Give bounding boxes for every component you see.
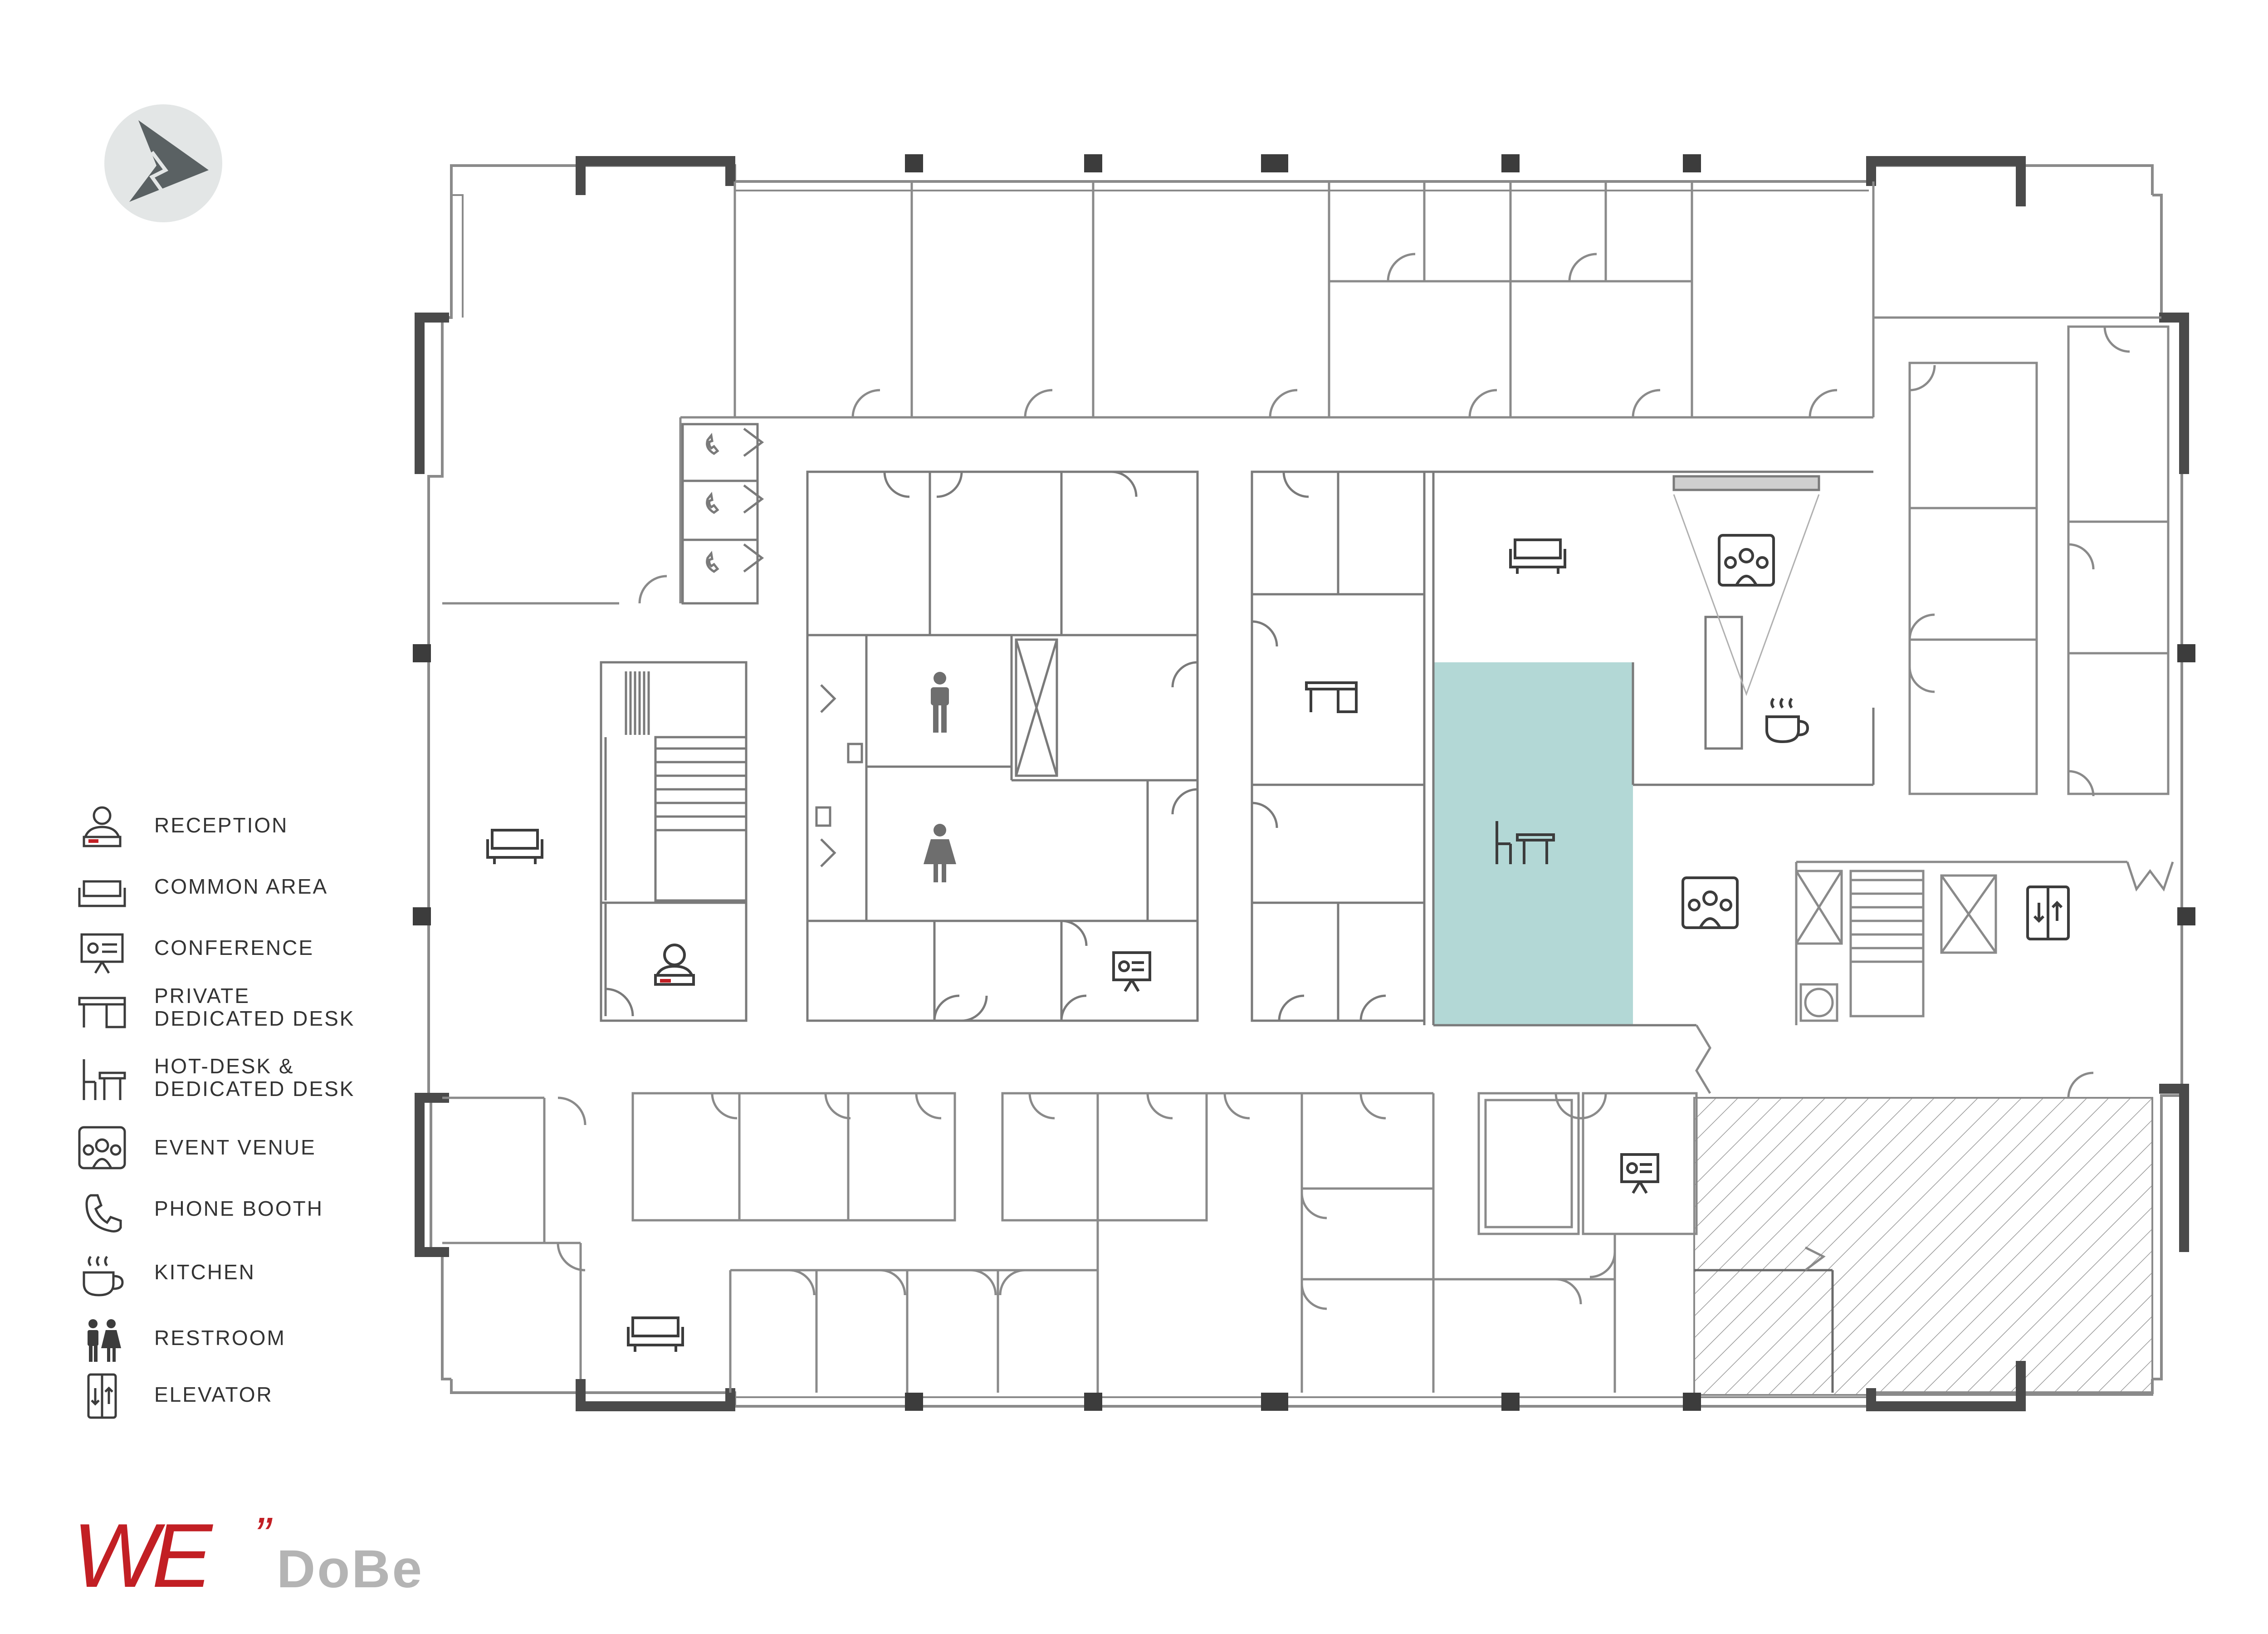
elevator-icon [87,1373,117,1419]
reception-block [600,661,748,1022]
people-group-icon [78,1126,126,1169]
legend-label: KITCHEN [154,1260,255,1284]
west-wing [442,575,667,1379]
restroom-icon [88,1319,121,1362]
desk-icon [78,997,126,1028]
legend-label: HOT-DESK & DEDICATED DESK [154,1054,355,1101]
brand-main: WE [73,1505,212,1606]
north-arrow-icon [104,104,222,222]
legend-label: RECEPTION [154,813,288,837]
desk-chair-icon [83,1059,126,1100]
event-kitchen-zone [1423,470,1875,1027]
sofa-icon [78,880,126,907]
desk-chair-icon [1496,821,1555,864]
highlighted-hot-desk-zone[interactable] [1433,662,1633,1025]
reception-icon [654,944,695,986]
brand-sub: DoBe [277,1539,424,1599]
legend-label: PHONE BOOTH [154,1197,323,1220]
legend-label: EVENT VENUE [154,1135,316,1159]
sofa-icon [486,829,543,864]
legend-item-restroom: RESTROOM [73,1316,390,1365]
legend-item-conference: CONFERENCE [73,925,390,975]
compass: N [102,102,225,225]
sofa-icon [627,1316,684,1352]
reception-icon [83,806,122,847]
presentation-board-icon [1620,1153,1659,1194]
legend-item-private-desk: PRIVATE DEDICATED DESK [73,984,390,1034]
legend-item-common-area: COMMON AREA [73,864,390,914]
top-offices [679,181,1875,603]
legend-label: RESTROOM [154,1326,286,1350]
restroom-icon [924,824,956,882]
east-wing [1695,316,2174,1094]
coffee-cup-icon [83,1256,124,1296]
center-block [806,470,1199,1022]
corner-walls [415,156,2189,1411]
legend-label: COMMON AREA [154,875,328,898]
legend-item-phone-booth: PHONE BOOTH [73,1186,390,1236]
people-group-icon [1718,534,1775,587]
private-offices-center [1251,470,1426,1022]
brand-logo: WE ” DoBe [73,1505,422,1606]
coffee-cup-icon [1765,698,1809,744]
hatched-unavailable-zone [1693,1097,2153,1396]
legend-item-reception: RECEPTION [73,803,390,853]
legend-item-event-venue: EVENT VENUE [73,1125,390,1175]
phone-booths [681,423,764,605]
legend-item-elevator: ELEVATOR [73,1372,390,1422]
legend-item-kitchen: KITCHEN [73,1250,390,1300]
people-group-icon [1681,876,1739,929]
restroom-icon [931,672,949,733]
south-offices [631,1071,2094,1393]
legend: RECEPTION COMMON AREA CONFERENCE PRIVATE… [73,803,390,1447]
presentation-board-icon [80,933,124,974]
structural-columns [413,154,2195,1411]
legend-item-hot-desk: HOT-DESK & DEDICATED DESK [73,1055,390,1105]
elevator-icon [2026,885,2070,940]
desk-icon [1305,681,1358,713]
sofa-icon [1509,538,1566,574]
phone-icon [85,1194,122,1233]
presentation-board-icon [1112,951,1151,992]
legend-label: ELEVATOR [154,1383,273,1406]
brand-mark: ” [254,1507,271,1563]
legend-label: CONFERENCE [154,936,314,959]
legend-label: PRIVATE DEDICATED DESK [154,984,355,1030]
